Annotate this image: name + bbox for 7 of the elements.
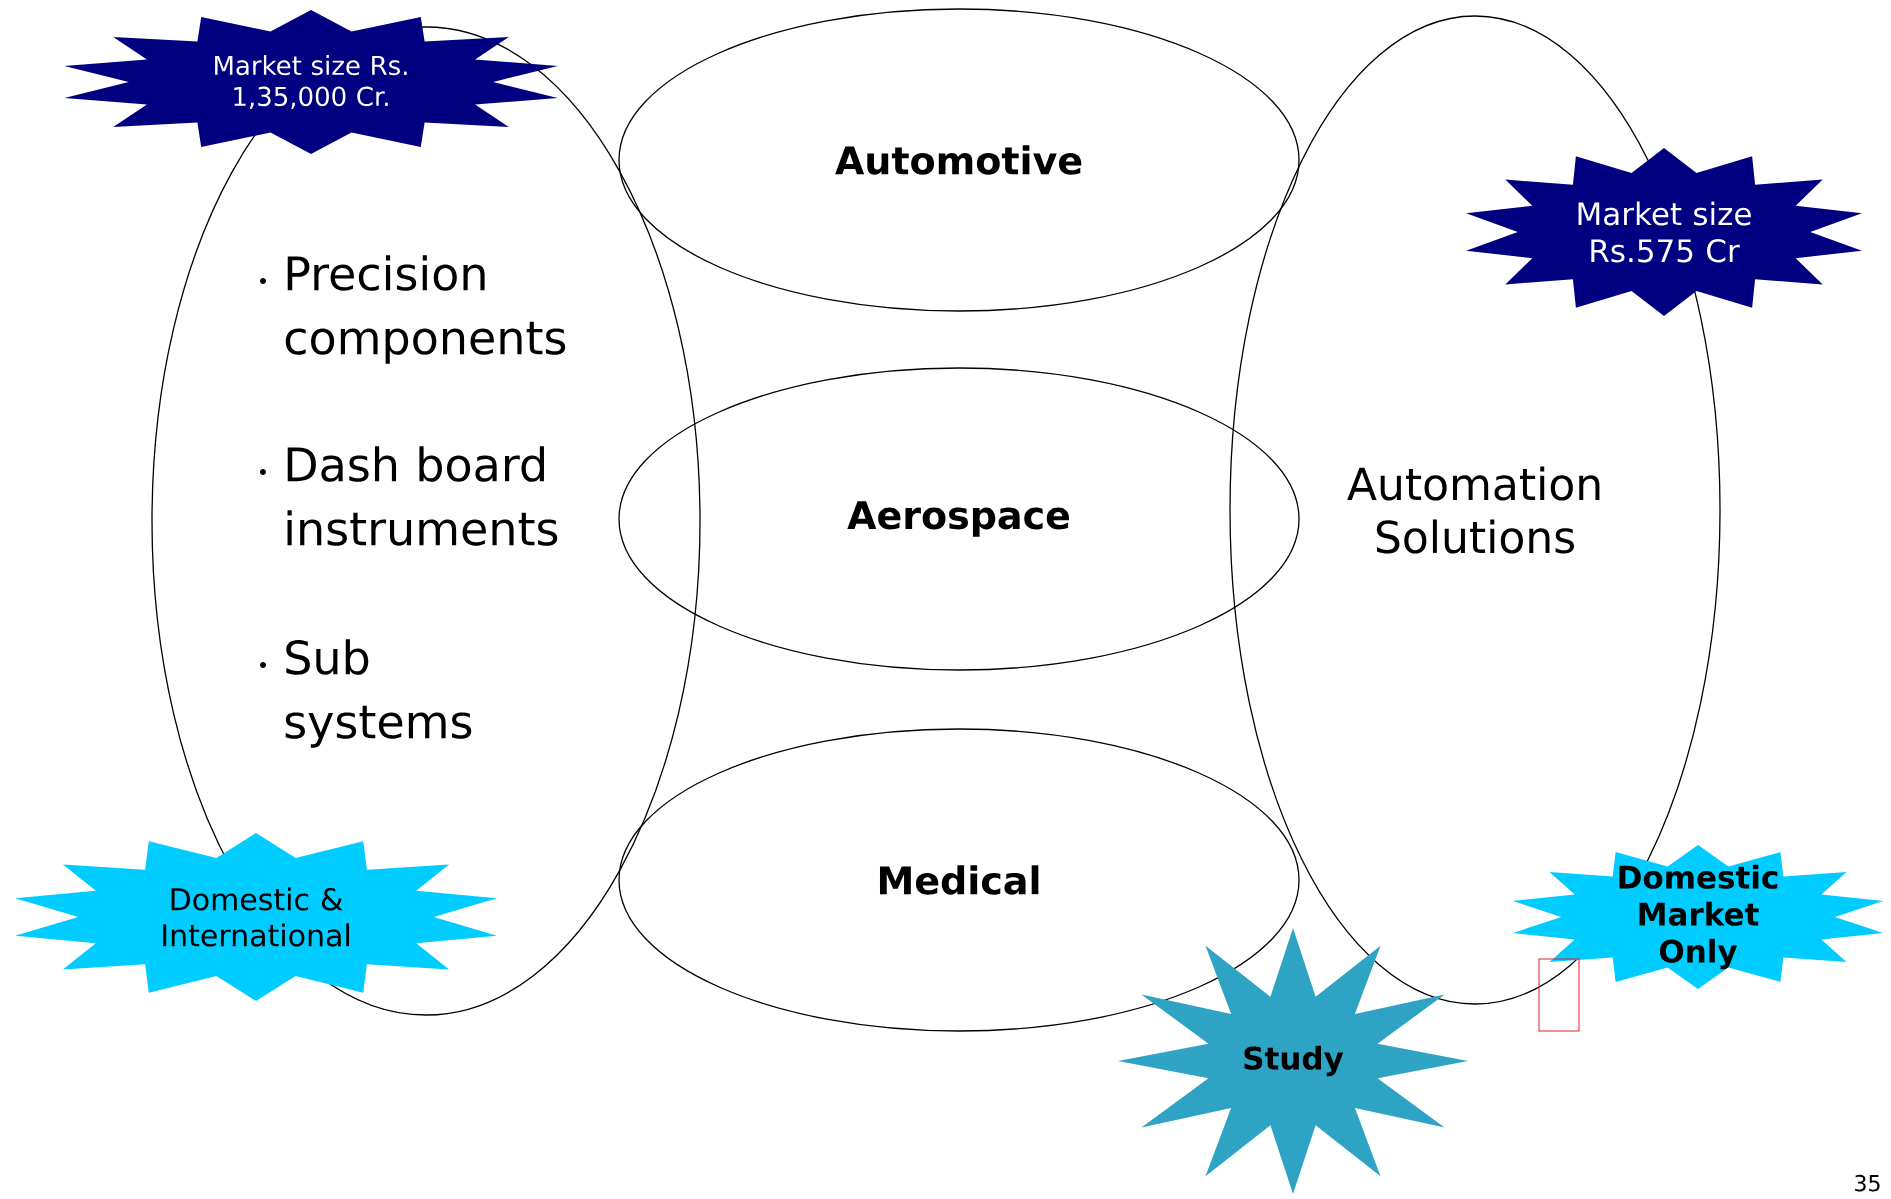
page-number: 35 [1855, 1174, 1880, 1192]
small-rectangle [1538, 958, 1580, 1032]
starburst: Domestic & International [15, 833, 497, 1001]
starburst: Study [1118, 928, 1468, 1194]
starburst: Market size Rs.575 Cr [1466, 148, 1862, 316]
starburst: Market size Rs. 1,35,000 Cr. [64, 10, 558, 154]
starburst: Domestic Market Only [1512, 845, 1884, 989]
